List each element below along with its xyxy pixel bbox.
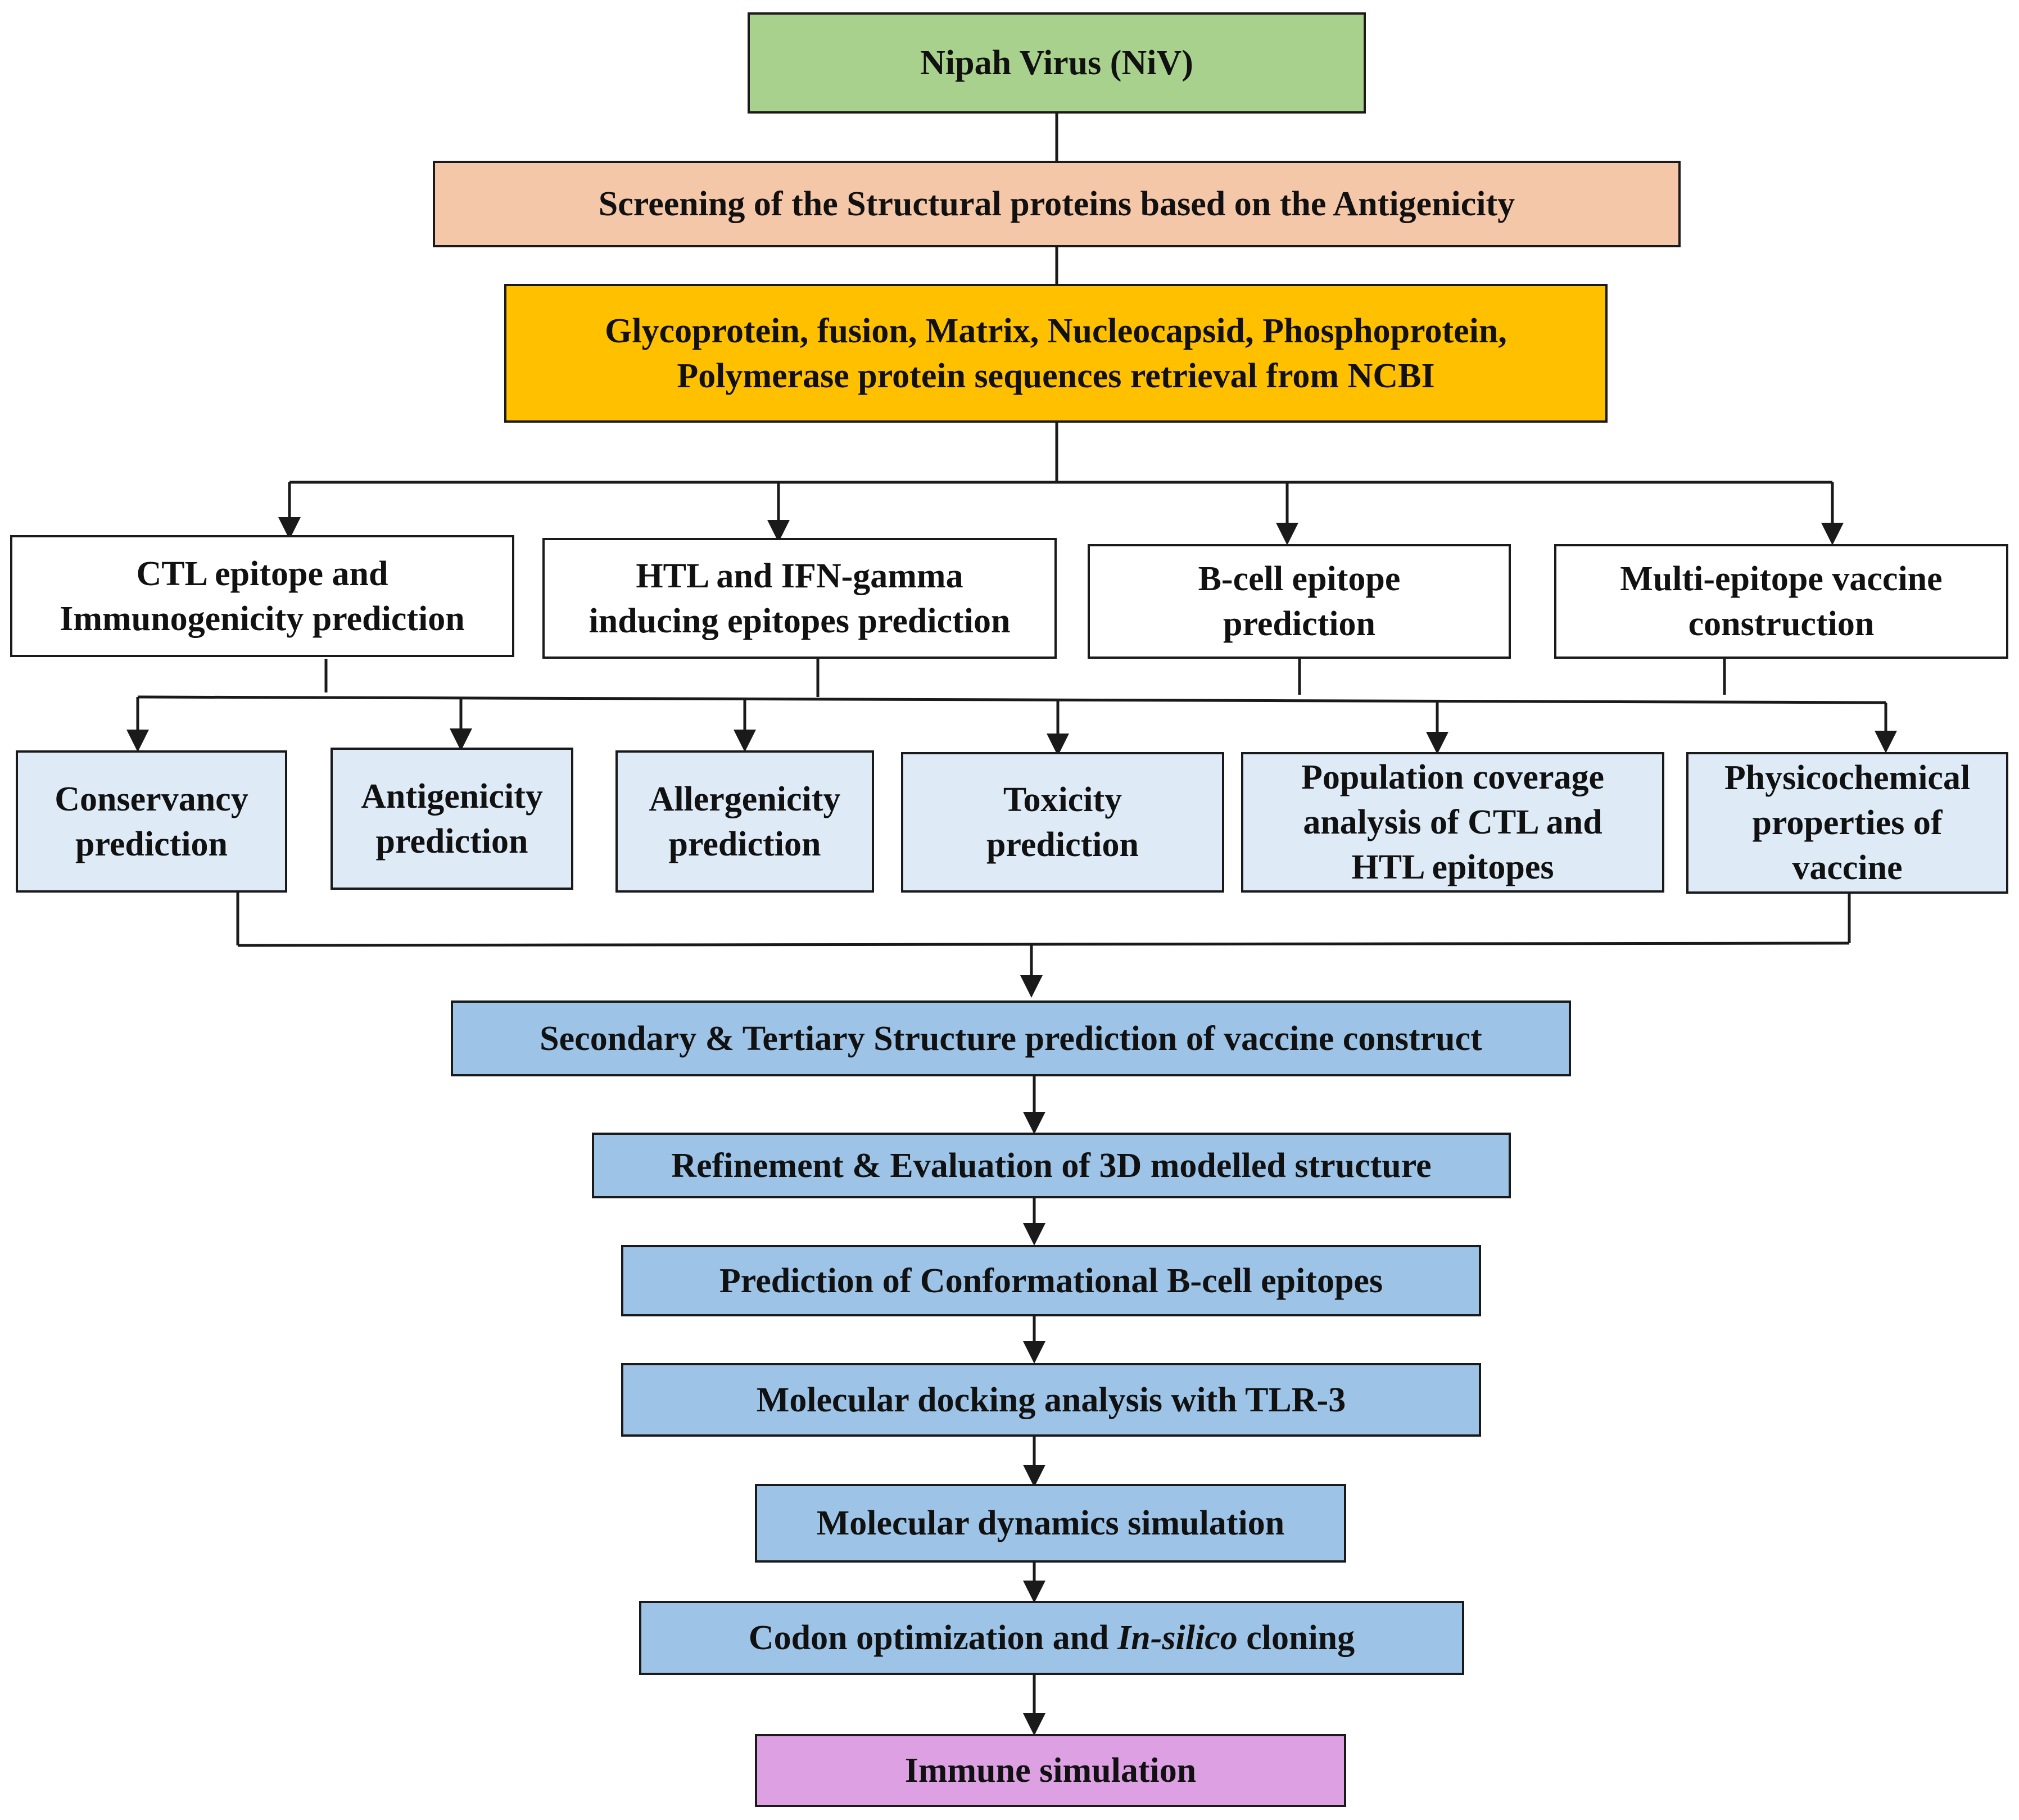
- niv-box: Nipah Virus (NiV): [748, 12, 1366, 114]
- toxicity-box: Toxicity prediction: [901, 752, 1224, 893]
- htl-box: HTL and IFN-gamma inducing epitopes pred…: [542, 538, 1057, 659]
- docking-box: Molecular docking analysis with TLR-3: [621, 1363, 1481, 1437]
- conformational-label: Prediction of Conformational B-cell epit…: [719, 1261, 1383, 1300]
- md-box: Molecular dynamics simulation: [755, 1484, 1346, 1563]
- retrieval-box: Glycoprotein, fusion, Matrix, Nucleocaps…: [504, 284, 1608, 423]
- bcell-box: B-cell epitope prediction: [1088, 544, 1511, 659]
- allergenicity-label: Allergenicity prediction: [649, 780, 841, 863]
- multi-box: Multi-epitope vaccine construction: [1554, 544, 2008, 659]
- structure-label: Secondary & Tertiary Structure predictio…: [540, 1019, 1482, 1058]
- codon-label: Codon optimization and In-silico cloning: [749, 1615, 1355, 1660]
- population-box: Population coverage analysis of CTL and …: [1241, 752, 1664, 893]
- merge-bar: [237, 941, 1850, 947]
- antigenicity-box: Antigenicity prediction: [331, 748, 573, 890]
- ctl-label: CTL epitope and Immunogenicity predictio…: [60, 554, 465, 638]
- codon-text-start: Codon optimization and: [748, 1619, 1118, 1657]
- conservancy-box: Conservancy prediction: [16, 750, 287, 893]
- refinement-label: Refinement & Evaluation of 3D modelled s…: [671, 1146, 1432, 1185]
- antigenicity-label: Antigenicity prediction: [361, 777, 543, 861]
- md-label: Molecular dynamics simulation: [816, 1504, 1285, 1542]
- immune-box: Immune simulation: [755, 1734, 1346, 1807]
- physico-label: Physicochemical properties of vaccine: [1724, 759, 1971, 887]
- allergenicity-box: Allergenicity prediction: [615, 750, 874, 893]
- niv-label: Nipah Virus (NiV): [920, 44, 1193, 82]
- screening-box: Screening of the Structural proteins bas…: [433, 161, 1681, 247]
- codon-text-italic: In-silico: [1117, 1619, 1238, 1657]
- htl-label: HTL and IFN-gamma inducing epitopes pred…: [589, 556, 1011, 640]
- branch-bar-2: [137, 695, 1886, 704]
- retrieval-label: Glycoprotein, fusion, Matrix, Nucleocaps…: [605, 311, 1507, 395]
- physico-box: Physicochemical properties of vaccine: [1686, 752, 2008, 894]
- toxicity-label: Toxicity prediction: [986, 781, 1139, 864]
- codon-text-end: cloning: [1237, 1619, 1355, 1657]
- multi-label: Multi-epitope vaccine construction: [1620, 560, 1943, 643]
- docking-label: Molecular docking analysis with TLR-3: [756, 1380, 1346, 1419]
- conservancy-label: Conservancy prediction: [55, 780, 248, 863]
- screening-label: Screening of the Structural proteins bas…: [598, 185, 1515, 223]
- population-label: Population coverage analysis of CTL and …: [1301, 758, 1604, 886]
- codon-box: Codon optimization and In-silico cloning: [639, 1601, 1464, 1675]
- conformational-box: Prediction of Conformational B-cell epit…: [621, 1245, 1481, 1316]
- structure-box: Secondary & Tertiary Structure predictio…: [451, 1000, 1571, 1076]
- immune-label: Immune simulation: [904, 1751, 1197, 1790]
- bcell-label: B-cell epitope prediction: [1198, 560, 1401, 643]
- refinement-box: Refinement & Evaluation of 3D modelled s…: [592, 1133, 1511, 1198]
- ctl-box: CTL epitope and Immunogenicity predictio…: [10, 535, 514, 657]
